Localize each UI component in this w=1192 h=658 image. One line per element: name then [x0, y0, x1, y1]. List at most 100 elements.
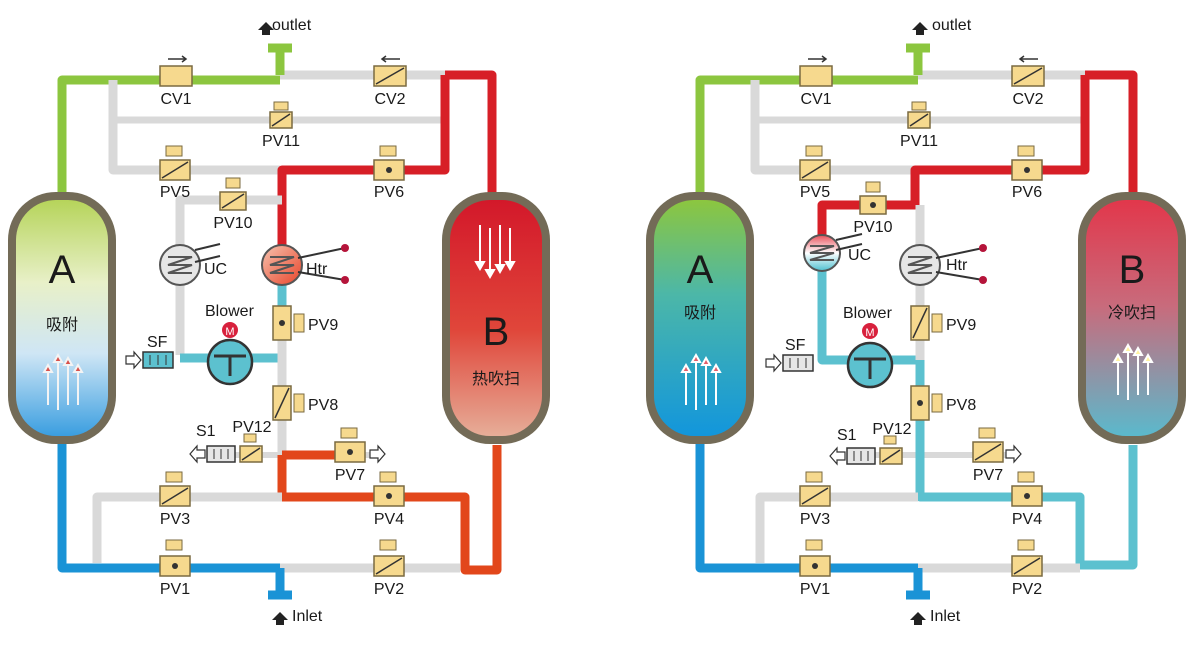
vessel-a: A 吸附: [646, 192, 754, 444]
sf-filter: SF: [125, 334, 174, 370]
vessel-a-text: 吸附: [46, 316, 78, 334]
svg-text:CV2: CV2: [374, 91, 405, 108]
uc-cooler: UC: [803, 233, 871, 272]
valve-pv5: PV5: [159, 145, 191, 201]
outlet-stub: [906, 43, 930, 75]
vessel-b-text: 冷吹扫: [1108, 304, 1156, 322]
htr-label: Htr: [946, 257, 968, 274]
svg-text:PV10: PV10: [853, 219, 892, 236]
cool-flow-arrows-icon: [1112, 342, 1154, 400]
outlet-label: outlet: [932, 17, 972, 34]
svg-text:CV1: CV1: [800, 91, 831, 108]
valve-cv2: CV2: [1011, 55, 1045, 108]
heater: Htr: [261, 244, 349, 286]
blower: Blower M: [843, 305, 894, 389]
vessel-b-text: 热吹扫: [472, 370, 520, 388]
vessel-b-letter: B: [483, 310, 510, 354]
outlet-stub: [268, 43, 292, 75]
svg-text:PV11: PV11: [900, 133, 938, 150]
sf-label: SF: [147, 334, 168, 351]
svg-text:PV1: PV1: [800, 581, 830, 598]
valve-pv8: PV8: [272, 385, 338, 421]
sf-filter: SF: [765, 337, 814, 373]
svg-text:PV2: PV2: [1012, 581, 1042, 598]
pv7-arrow-right-icon: [369, 444, 386, 464]
svg-text:PV2: PV2: [374, 581, 404, 598]
svg-text:PV3: PV3: [800, 511, 830, 528]
arrow-right-icon: [765, 353, 782, 373]
inlet-arrow-icon: [910, 612, 926, 625]
svg-text:PV9: PV9: [308, 317, 338, 334]
valve-pv10: PV10: [213, 177, 253, 232]
valve-pv6: PV6: [373, 145, 405, 201]
valve-pv4: PV4: [373, 471, 405, 528]
svg-text:PV7: PV7: [335, 467, 365, 484]
panel-2: outlet Inlet A 吸附 B 冷吹扫: [646, 17, 1186, 625]
valve-pv9: PV9: [910, 305, 976, 341]
inlet-stub: [268, 568, 292, 600]
outlet-arrow-icon: [258, 22, 274, 35]
inlet-stub: [906, 568, 930, 600]
valve-pv10: PV10: [853, 181, 893, 236]
valve-pv12: PV12: [872, 421, 912, 465]
svg-text:PV4: PV4: [374, 511, 404, 528]
svg-text:PV7: PV7: [973, 467, 1003, 484]
svg-text:PV3: PV3: [160, 511, 190, 528]
blower-label: Blower: [205, 303, 255, 320]
valve-pv3: PV3: [159, 471, 191, 528]
valve-pv3: PV3: [799, 471, 831, 528]
vessel-a-text: 吸附: [684, 304, 716, 322]
valve-pv11: PV11: [262, 101, 300, 150]
valve-pv7: PV7: [334, 427, 366, 484]
svg-text:PV12: PV12: [232, 419, 271, 436]
s1-filter: S1: [189, 423, 236, 464]
svg-text:PV1: PV1: [160, 581, 190, 598]
heater: Htr: [899, 244, 987, 286]
vessel-a-letter: A: [687, 248, 714, 292]
svg-text:PV5: PV5: [160, 184, 190, 201]
valve-cv1: CV1: [799, 55, 833, 108]
svg-text:PV9: PV9: [946, 317, 976, 334]
valve-cv1: CV1: [159, 55, 193, 108]
valve-pv2: PV2: [373, 539, 405, 598]
uc-cooler: UC: [159, 243, 227, 286]
s1-filter: S1: [829, 427, 876, 466]
vessel-b-letter: B: [1119, 248, 1146, 292]
svg-text:CV2: CV2: [1012, 91, 1043, 108]
hot-flow-arrows-icon: [474, 225, 516, 280]
valve-pv12: PV12: [232, 419, 272, 463]
svg-text:PV5: PV5: [800, 184, 830, 201]
arrow-right-icon: [125, 350, 142, 370]
arrow-left-icon: [829, 446, 846, 466]
htr-label: Htr: [306, 261, 328, 278]
motor-label: M: [225, 326, 234, 338]
uc-label: UC: [204, 261, 227, 278]
valve-pv9: PV9: [272, 305, 338, 341]
valve-pv1: PV1: [799, 539, 831, 598]
vessel-a: A 吸附: [8, 192, 116, 444]
svg-text:PV11: PV11: [262, 133, 300, 150]
outlet-arrow-icon: [912, 22, 928, 35]
s1-label: S1: [196, 423, 216, 440]
valve-pv7: PV7: [972, 427, 1004, 484]
flow-arrows-icon: [42, 352, 84, 410]
valve-pv11: PV11: [900, 101, 938, 150]
svg-text:CV1: CV1: [160, 91, 191, 108]
svg-text:PV4: PV4: [1012, 511, 1042, 528]
valve-pv6: PV6: [1011, 145, 1043, 201]
vessel-b: B 冷吹扫: [1078, 192, 1186, 444]
sf-label: SF: [785, 337, 806, 354]
panel-1: outlet Inlet A 吸附 B 热吹扫: [8, 17, 550, 625]
valve-pv5: PV5: [799, 145, 831, 201]
inlet-label: Inlet: [292, 608, 323, 625]
valve-cv2: CV2: [373, 55, 407, 108]
valve-pv8: PV8: [910, 385, 976, 421]
outlet-label: outlet: [272, 17, 312, 34]
inlet-label: Inlet: [930, 608, 961, 625]
vessel-b: B 热吹扫: [442, 192, 550, 444]
uc-label: UC: [848, 247, 871, 264]
vessel-a-letter: A: [49, 248, 76, 292]
svg-text:PV10: PV10: [213, 215, 252, 232]
svg-text:PV12: PV12: [872, 421, 911, 438]
